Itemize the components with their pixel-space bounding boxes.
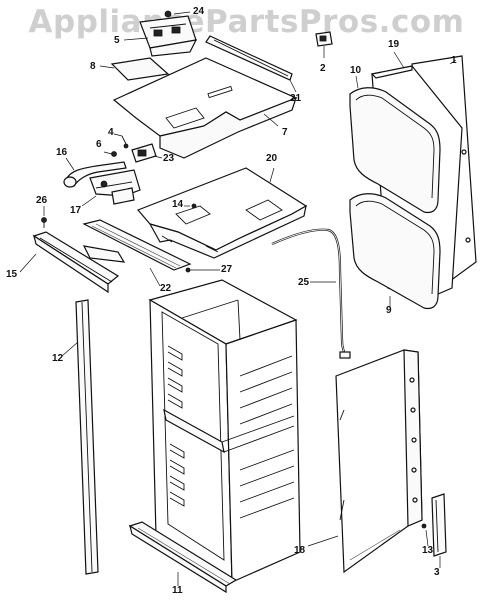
bracket-2-shape [315,31,333,47]
callout-6: 6 [96,139,102,150]
insulation-10-shape [349,87,441,214]
harness-25-shape [271,228,351,359]
side-trim-12-shape [75,299,99,575]
callout-12: 12 [52,353,64,364]
insulation-9-shape [349,193,441,310]
callout-11: 11 [172,585,183,596]
callout-17: 17 [70,205,82,216]
callout-13: 13 [422,545,434,556]
leader-lines [19,11,457,586]
top-bracket-assembly [139,10,198,57]
bracket-3-shape [431,493,447,557]
bottom-trim-11-shape [128,521,238,594]
callout-5: 5 [114,35,120,46]
callout-22: 22 [160,283,172,294]
center-panel-20-shape [136,167,308,259]
oven-frame [148,279,301,584]
callout-16: 16 [56,147,68,158]
callout-8: 8 [90,61,96,72]
switch-area [111,135,157,163]
callout-15: 15 [6,269,18,280]
callout-9: 9 [386,305,392,316]
plate-8-shape [110,57,170,81]
callout-26: 26 [36,195,48,206]
callout-19: 19 [388,39,400,50]
front-trim-15-shape [32,231,120,294]
callout-24: 24 [193,6,205,17]
callout-27: 27 [221,264,233,275]
top-panel-7-shape [112,57,298,159]
callout-10: 10 [350,65,362,76]
callout-25: 25 [298,277,310,288]
callout-23: 23 [163,153,175,164]
callout-7: 7 [282,127,288,138]
callout-14: 14 [172,199,184,210]
back-panel-18-shape [335,349,423,574]
callout-20: 20 [266,153,278,164]
callout-1: 1 [451,55,457,66]
callout-2: 2 [320,63,326,74]
callout-21: 21 [290,93,302,104]
callout-3: 3 [434,567,440,578]
callout-18: 18 [294,545,306,556]
motor-17-shape [89,169,141,205]
callout-4: 4 [108,127,114,138]
damper-link-16-shape [63,161,127,188]
watermark-text: AppliancePartsPros.com [28,4,465,40]
screw-26-shape [41,217,47,228]
clip-13-shape [421,523,427,529]
vent-grille-22-shape [82,219,192,273]
